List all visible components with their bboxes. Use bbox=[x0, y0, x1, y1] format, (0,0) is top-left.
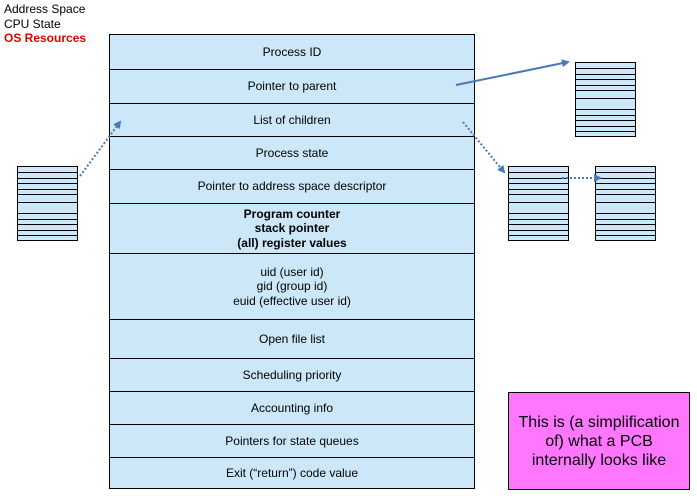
mini-pcb-row bbox=[18, 224, 77, 229]
pcb-field-text: Pointer to parent bbox=[247, 79, 337, 94]
mini-pcb-row bbox=[509, 212, 568, 219]
legend-cpu-state: CPU State bbox=[4, 16, 61, 31]
mini-pcb-row bbox=[509, 234, 568, 240]
mini-pcb-row bbox=[596, 194, 655, 202]
mini-pcb-row bbox=[596, 224, 655, 229]
mini-pcb-row bbox=[576, 125, 635, 131]
mini-pcb-row bbox=[576, 79, 635, 84]
mini-pcb-row bbox=[576, 98, 635, 109]
mini-pcb-row bbox=[596, 188, 655, 194]
arrow-external-to-children bbox=[79, 120, 122, 177]
mini-pcb-row bbox=[596, 229, 655, 235]
mini-pcb-child-1 bbox=[508, 166, 569, 241]
pcb-field-parent-pointer: Pointer to parent bbox=[110, 69, 474, 103]
mini-pcb-row bbox=[576, 68, 635, 73]
arrow-self-to-parent bbox=[455, 59, 570, 86]
pcb-table: Process ID Pointer to parent List of chi… bbox=[109, 34, 475, 489]
legend-os-resources: OS Resources bbox=[4, 31, 87, 45]
pcb-field-process-state: Process state bbox=[110, 136, 474, 169]
pcb-field-text: Process state bbox=[255, 145, 329, 160]
pcb-field-process-id: Process ID bbox=[110, 35, 474, 69]
pcb-field-scheduling-priority: Scheduling priority bbox=[110, 358, 474, 391]
mini-pcb-row bbox=[596, 212, 655, 219]
mini-pcb-row bbox=[596, 177, 655, 183]
mini-pcb-row bbox=[18, 172, 77, 177]
mini-pcb-row bbox=[509, 188, 568, 194]
pcb-field-text: Exit (“return”) code value bbox=[225, 465, 359, 480]
pcb-field-text: Process ID bbox=[262, 44, 322, 59]
mini-pcb-row bbox=[576, 90, 635, 98]
pcb-field-text: stack pointer bbox=[254, 221, 330, 236]
pcb-field-state-queue-pointers: Pointers for state queues bbox=[110, 424, 474, 457]
mini-pcb-row bbox=[18, 202, 77, 213]
mini-pcb-row bbox=[18, 177, 77, 183]
mini-pcb-row bbox=[576, 108, 635, 115]
mini-pcb-row bbox=[576, 114, 635, 120]
mini-pcb-row bbox=[509, 183, 568, 188]
mini-pcb-row bbox=[509, 202, 568, 213]
pcb-field-text: Accounting info bbox=[250, 400, 334, 415]
legend-address-space: Address Space bbox=[4, 2, 86, 16]
mini-pcb-row bbox=[576, 130, 635, 136]
mini-pcb-row bbox=[509, 224, 568, 229]
mini-pcb-row bbox=[509, 172, 568, 177]
legend: Address Space CPU State OS Resources bbox=[4, 2, 86, 46]
note-box: This is (a simplification of) what a PCB… bbox=[508, 392, 690, 490]
arrow-children-to-first-child bbox=[462, 121, 506, 174]
mini-pcb-row bbox=[18, 212, 77, 219]
mini-pcb-row bbox=[509, 177, 568, 183]
mini-pcb-parent bbox=[575, 62, 636, 137]
pcb-field-user-ids: uid (user id) gid (group id) euid (effec… bbox=[110, 253, 474, 319]
pcb-field-text: List of children bbox=[253, 112, 331, 127]
mini-pcb-row bbox=[596, 202, 655, 213]
pcb-field-address-space-pointer: Pointer to address space descriptor bbox=[110, 169, 474, 203]
pcb-field-accounting-info: Accounting info bbox=[110, 391, 474, 424]
mini-pcb-row bbox=[596, 183, 655, 188]
mini-pcb-child-2 bbox=[595, 166, 656, 241]
pcb-field-children-list: List of children bbox=[110, 103, 474, 136]
mini-pcb-row bbox=[596, 172, 655, 177]
pcb-field-exit-code: Exit (“return”) code value bbox=[110, 457, 474, 488]
mini-pcb-row bbox=[596, 234, 655, 240]
pcb-field-text: gid (group id) bbox=[256, 279, 328, 294]
pcb-field-text: Open file list bbox=[258, 331, 326, 346]
pcb-field-text: euid (effective user id) bbox=[233, 293, 351, 308]
mini-pcb-row bbox=[18, 183, 77, 188]
mini-pcb-row bbox=[18, 229, 77, 235]
pcb-field-text: Scheduling priority bbox=[242, 367, 342, 382]
mini-pcb-row bbox=[509, 194, 568, 202]
mini-pcb-row bbox=[509, 218, 568, 224]
mini-pcb-row bbox=[576, 73, 635, 79]
pcb-field-text: Pointer to address space descriptor bbox=[197, 179, 387, 194]
pcb-field-cpu-registers: Program counter stack pointer (all) regi… bbox=[110, 203, 474, 253]
mini-pcb-row bbox=[18, 234, 77, 240]
pcb-field-open-files: Open file list bbox=[110, 319, 474, 358]
mini-pcb-row bbox=[18, 194, 77, 202]
mini-pcb-row bbox=[576, 84, 635, 90]
note-text: This is (a simplification of) what a PCB… bbox=[518, 413, 680, 469]
pcb-field-text: Program counter bbox=[243, 206, 341, 221]
mini-pcb-row bbox=[18, 218, 77, 224]
mini-pcb-parent-of-self bbox=[17, 166, 78, 241]
mini-pcb-row bbox=[576, 120, 635, 125]
pcb-field-text: (all) register values bbox=[237, 235, 347, 250]
mini-pcb-row bbox=[18, 188, 77, 194]
pcb-field-text: uid (user id) bbox=[260, 264, 324, 279]
mini-pcb-row bbox=[596, 218, 655, 224]
mini-pcb-row bbox=[509, 229, 568, 235]
pcb-field-text: Pointers for state queues bbox=[225, 433, 359, 448]
